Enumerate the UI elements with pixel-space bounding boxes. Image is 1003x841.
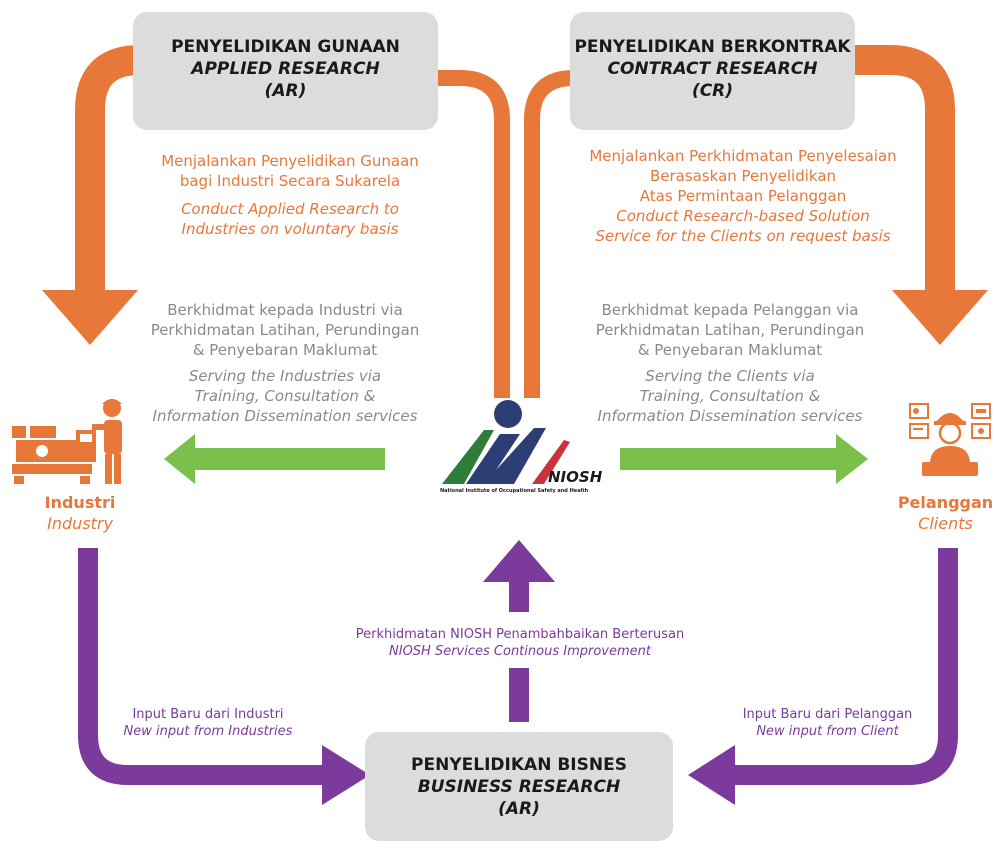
input-industry-ms: Input Baru dari Industri	[132, 707, 284, 722]
niosh-logo-head	[494, 400, 522, 428]
serve-industry-ms-1: Berkhidmat kepada Industri via	[167, 301, 403, 319]
applied-desc-ms-2: bagi Industri Secara Sukarela	[179, 172, 401, 190]
input-client-ms: Input Baru dari Pelanggan	[742, 707, 913, 722]
industry-label: Industri Industry	[20, 492, 140, 534]
contract-subtitle: CONTRACT RESEARCH	[607, 59, 818, 79]
business-title: PENYELIDIKAN BISNES	[411, 755, 627, 775]
engineer-client-icon	[909, 403, 991, 476]
factory-worker-icon	[12, 399, 122, 484]
improvement-ms: Perkhidmatan NIOSH Penambahbaikan Berter…	[355, 627, 685, 642]
contract-description: Menjalankan Perkhidmatan Penyelesaian Be…	[548, 146, 938, 246]
applied-desc-ms-1: Menjalankan Penyelidikan Gunaan	[161, 152, 419, 170]
applied-title: PENYELIDIKAN GUNAAN	[171, 37, 400, 57]
client-label: Pelanggan Clients	[888, 492, 1003, 534]
serve-industry-text: Berkhidmat kepada Industri via Perkhidma…	[140, 300, 430, 426]
improvement-text: Perkhidmatan NIOSH Penambahbaikan Berter…	[300, 626, 740, 660]
applied-subtitle: APPLIED RESEARCH	[191, 59, 380, 79]
serve-industry-en-1: Serving the Industries via	[188, 367, 382, 385]
client-label-en: Clients	[918, 514, 973, 533]
niosh-logo-navy-body	[466, 428, 546, 484]
green-arrow-right-shaft	[620, 448, 836, 470]
business-subtitle: BUSINESS RESEARCH	[417, 777, 621, 797]
contract-desc-en-2: Service for the Clients on request basis	[595, 227, 891, 245]
contract-desc-en-1: Conduct Research-based Solution	[616, 207, 870, 225]
serve-client-text: Berkhidmat kepada Pelanggan via Perkhidm…	[585, 300, 875, 426]
purple-arrowhead-left-loop	[322, 745, 370, 805]
contract-desc-ms-1: Menjalankan Perkhidmatan Penyelesaian	[589, 147, 897, 165]
green-arrowhead-right	[836, 434, 868, 484]
serve-industry-en-2: Training, Consultation &	[194, 387, 376, 405]
applied-desc-en-1: Conduct Applied Research to	[181, 200, 399, 218]
industry-label-en: Industry	[47, 514, 113, 533]
green-arrowhead-left	[164, 434, 195, 484]
contract-title: PENYELIDIKAN BERKONTRAK	[574, 37, 851, 57]
input-industry-text: Input Baru dari Industri New input from …	[108, 706, 308, 740]
orange-arrowhead-industry	[42, 290, 138, 345]
serve-client-en-3: Information Dissemination services	[597, 407, 863, 425]
niosh-logo-green-stroke	[442, 430, 494, 484]
applied-research-box: PENYELIDIKAN GUNAAN APPLIED RESEARCH (AR…	[133, 12, 438, 130]
green-arrow-left-shaft	[195, 448, 385, 470]
applied-abbr: (AR)	[264, 81, 307, 101]
contract-desc-ms-3: Atas Permintaan Pelanggan	[639, 187, 847, 205]
orange-arrowhead-client	[892, 290, 988, 345]
niosh-logo-tagline: National Institute of Occupational Safet…	[440, 488, 589, 494]
applied-desc-en-2: Industries on voluntary basis	[181, 220, 399, 238]
serve-industry-en-3: Information Dissemination services	[152, 407, 418, 425]
orange-arrow-contract-to-client	[855, 45, 955, 290]
client-label-ms: Pelanggan	[897, 493, 994, 512]
purple-arrow-client-to-business	[725, 548, 958, 785]
business-research-box: PENYELIDIKAN BISNES BUSINESS RESEARCH (A…	[365, 732, 673, 841]
orange-arrow-applied-to-niosh	[438, 70, 510, 398]
input-client-text: Input Baru dari Pelanggan New input from…	[720, 706, 935, 740]
input-industry-en: New input from Industries	[123, 724, 293, 739]
serve-client-en-1: Serving the Clients via	[645, 367, 815, 385]
niosh-logo: NIOSH National Institute of Occupational…	[440, 400, 603, 494]
contract-abbr: (CR)	[691, 81, 734, 101]
serve-industry-ms-2: Perkhidmatan Latihan, Perundingan	[150, 321, 420, 339]
input-client-en: New input from Client	[756, 724, 899, 739]
industry-label-ms: Industri	[44, 493, 116, 512]
purple-arrow-industry-to-business	[78, 548, 330, 785]
serve-industry-ms-3: & Penyebaran Maklumat	[192, 341, 378, 359]
business-abbr: (AR)	[498, 799, 540, 819]
improvement-en: NIOSH Services Continous Improvement	[389, 644, 651, 659]
serve-client-ms-3: & Penyebaran Maklumat	[637, 341, 823, 359]
serve-client-ms-1: Berkhidmat kepada Pelanggan via	[601, 301, 859, 319]
purple-arrow-up-upper	[509, 580, 529, 612]
purple-arrowhead-up	[483, 540, 555, 582]
niosh-logo-red-stroke	[532, 440, 570, 484]
purple-arrow-up-lower	[509, 668, 529, 722]
purple-arrowhead-right-loop	[688, 745, 735, 805]
serve-client-ms-2: Perkhidmatan Latihan, Perundingan	[595, 321, 865, 339]
contract-desc-ms-2: Berasaskan Penyelidikan	[649, 167, 837, 185]
niosh-logo-text: NIOSH	[548, 468, 603, 486]
serve-client-en-2: Training, Consultation &	[639, 387, 821, 405]
applied-description: Menjalankan Penyelidikan Gunaan bagi Ind…	[120, 151, 460, 239]
contract-research-box: PENYELIDIKAN BERKONTRAK CONTRACT RESEARC…	[570, 12, 855, 130]
